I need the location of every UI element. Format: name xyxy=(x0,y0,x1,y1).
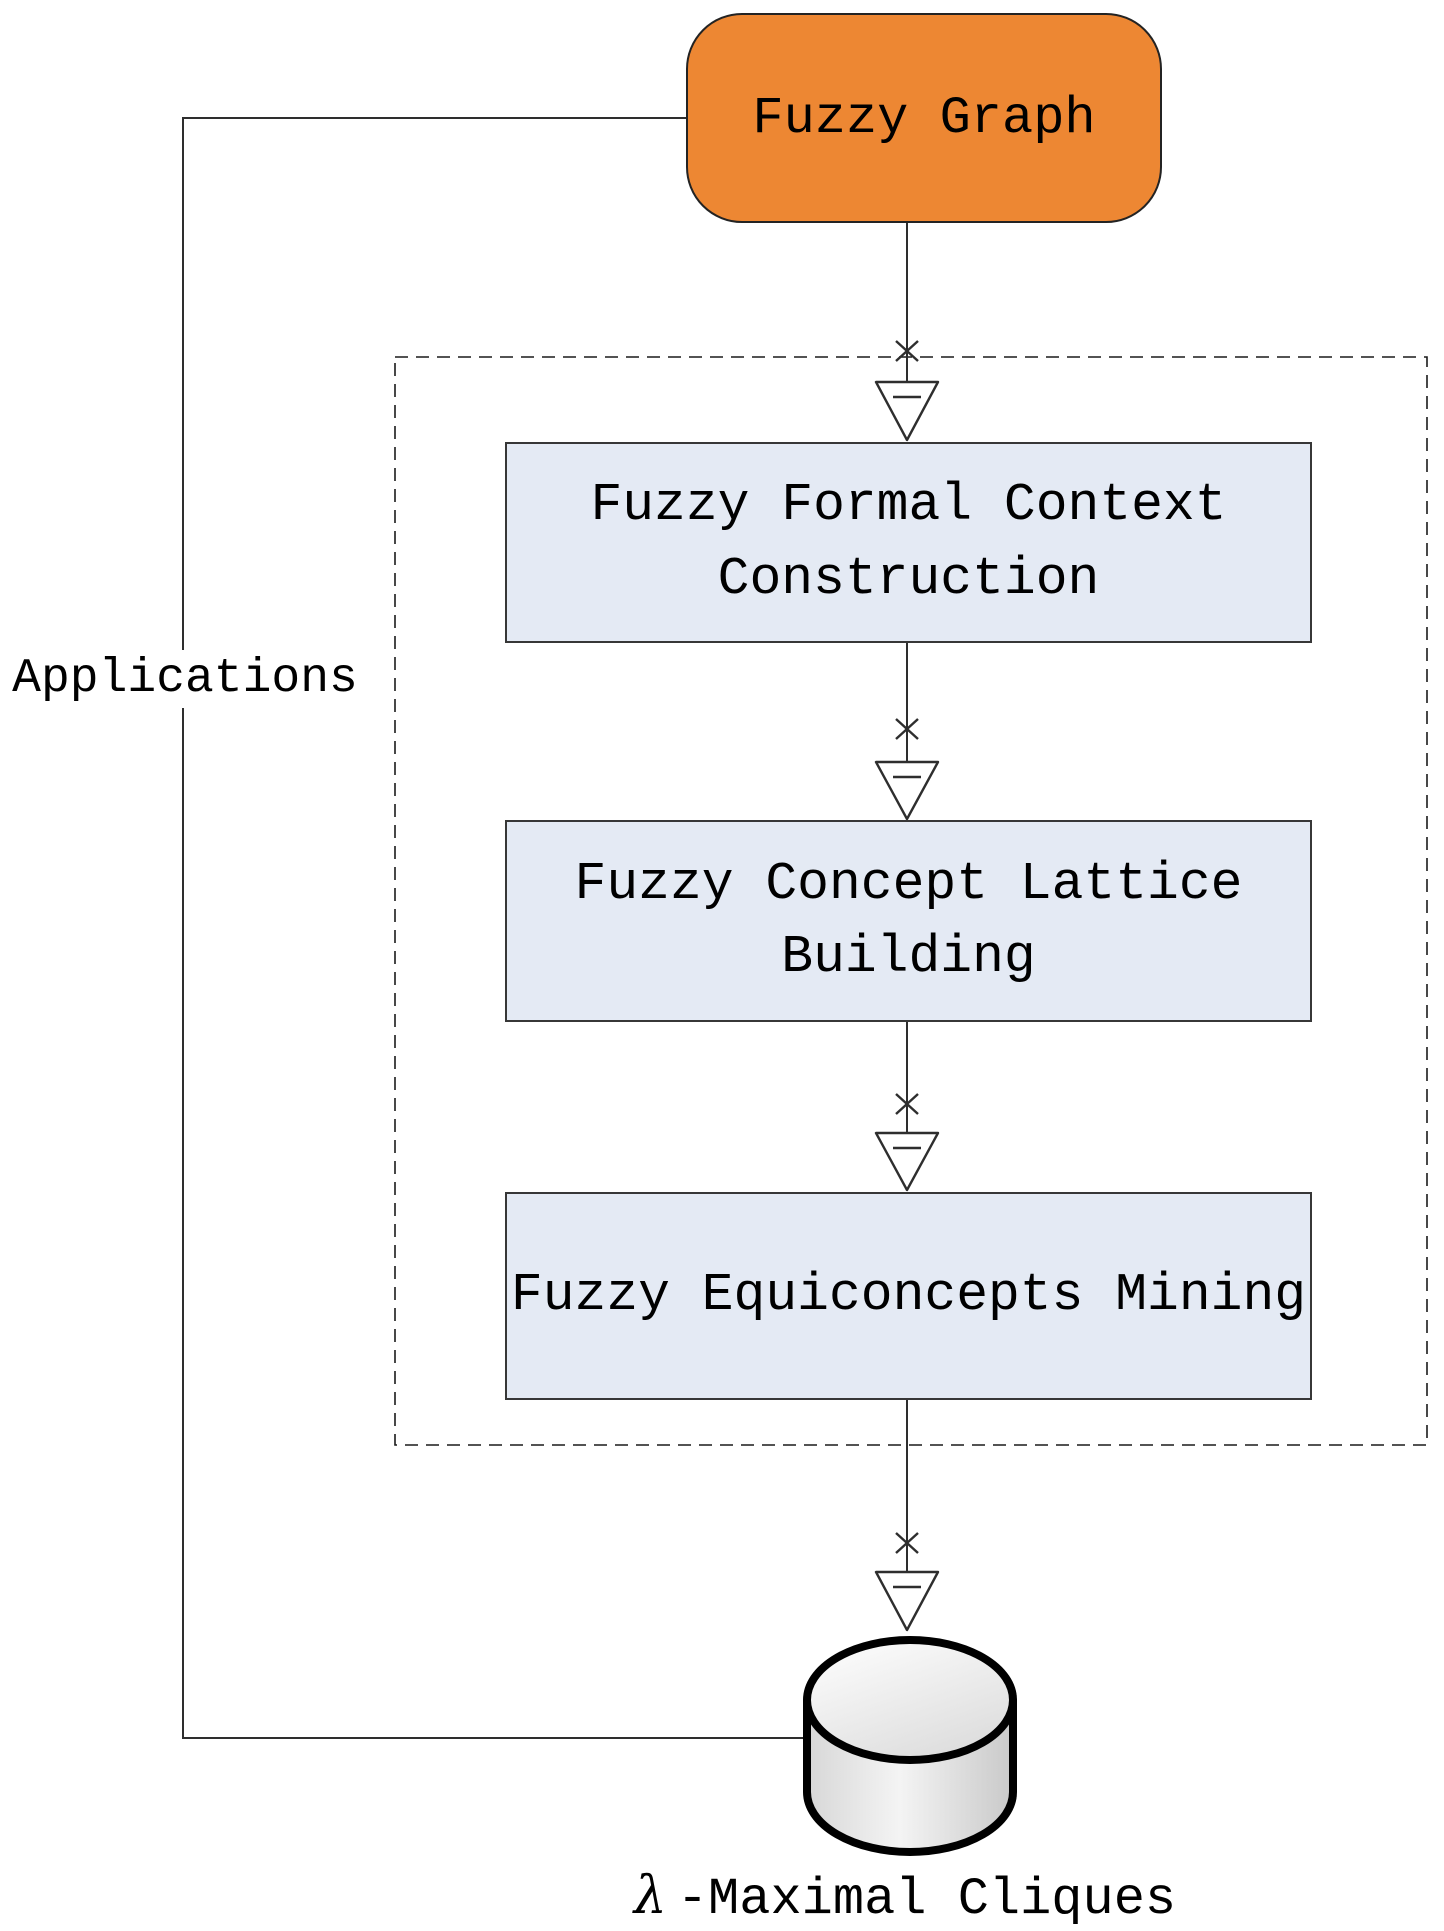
lambda-symbol: λ xyxy=(633,1866,667,1926)
arrow-step3-to-output xyxy=(874,1400,940,1632)
node-fuzzy-graph-label: Fuzzy Graph xyxy=(752,88,1096,148)
output-cylinder xyxy=(803,1636,1017,1856)
node-step3-label: Fuzzy Equiconcepts Mining xyxy=(510,1265,1307,1326)
output-label: λ-Maximal Cliques xyxy=(634,1866,1176,1929)
node-fuzzy-equiconcepts-mining: Fuzzy Equiconcepts Mining xyxy=(505,1192,1312,1400)
node-fuzzy-graph: Fuzzy Graph xyxy=(686,13,1162,223)
node-step1-label: Fuzzy Formal Context Construction xyxy=(590,475,1227,609)
arrow-start-to-step1 xyxy=(874,223,940,442)
node-fuzzy-concept-lattice-building: Fuzzy Concept Lattice Building xyxy=(505,820,1312,1022)
arrow-step2-to-step3 xyxy=(874,1022,940,1192)
node-fuzzy-formal-context-construction: Fuzzy Formal Context Construction xyxy=(505,442,1312,643)
node-step2-label: Fuzzy Concept Lattice Building xyxy=(574,853,1243,987)
arrow-step1-to-step2 xyxy=(874,643,940,821)
applications-loop-line xyxy=(182,117,808,1739)
method-boundary-dashed-frame xyxy=(394,356,1428,1446)
output-label-text: -Maximal Cliques xyxy=(676,1870,1177,1929)
applications-label: Applications xyxy=(4,650,366,708)
